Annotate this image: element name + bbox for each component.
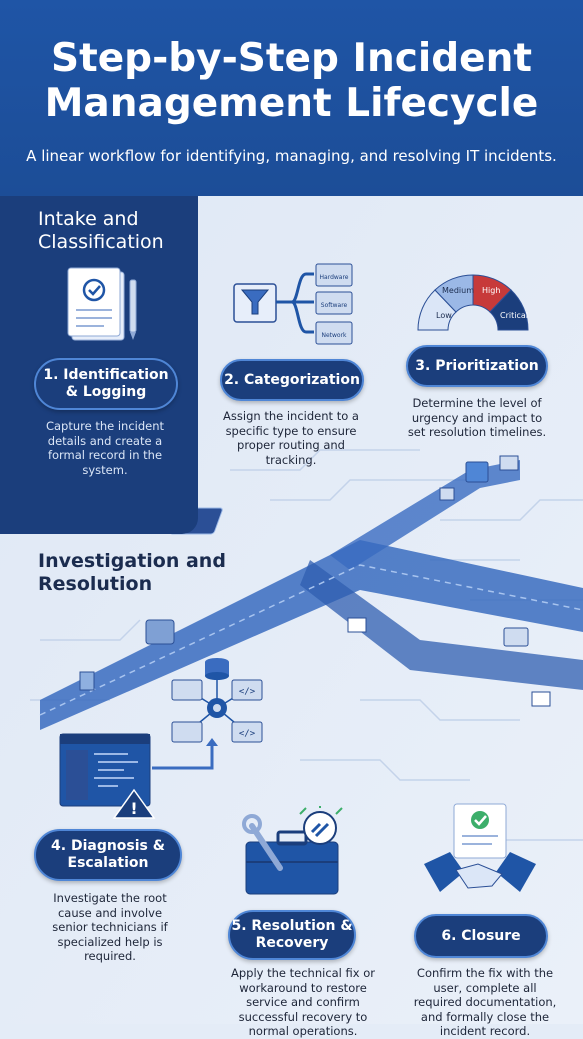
step-4-diagnosis-escalation[interactable]: 4. Diagnosis & Escalation xyxy=(34,829,182,881)
category-hardware: Hardware xyxy=(320,274,349,281)
header-banner xyxy=(0,0,583,196)
step-3-description: Determine the level of urgency and impac… xyxy=(407,396,547,439)
step-6-description: Confirm the fix with the user, complete … xyxy=(413,966,557,1038)
step-5-resolution-recovery[interactable]: 5. Resolution & Recovery xyxy=(228,910,356,960)
step-6-label: 6. Closure xyxy=(441,927,521,944)
page-title: Step-by-Step Incident Management Lifecyc… xyxy=(0,36,583,126)
arrow-icon xyxy=(152,738,218,770)
title-line-1: Step-by-Step Incident xyxy=(50,36,533,81)
svg-text:</>: </> xyxy=(239,687,256,697)
step-1-description: Capture the incident details and create … xyxy=(45,419,165,477)
toolbox-wrench-icon xyxy=(242,806,343,895)
step-2-label: 2. Categorization xyxy=(224,371,360,388)
priority-gauge-icon: Low Medium High Critical xyxy=(417,274,529,331)
section-heading-intake: Intake and Classification xyxy=(38,208,164,253)
section-heading-investigation: Investigation and Resolution xyxy=(38,550,226,595)
category-network: Network xyxy=(321,332,347,339)
priority-high: High xyxy=(482,286,500,295)
step-3-label: 3. Prioritization xyxy=(415,357,539,374)
page-subtitle: A linear workflow for identifying, manag… xyxy=(26,147,557,165)
step-4-label: 4. Diagnosis & Escalation xyxy=(51,838,165,871)
code-warning-icon: ! xyxy=(59,733,156,819)
step-2-description: Assign the incident to a specific type t… xyxy=(223,409,359,467)
step-4-description: Investigate the root cause and involve s… xyxy=(52,891,168,963)
step-5-label: 5. Resolution & Recovery xyxy=(231,918,353,951)
categorization-funnel-icon: Hardware Software Network xyxy=(233,263,353,345)
svg-text:</>: </> xyxy=(239,729,256,739)
svg-text:!: ! xyxy=(130,799,137,818)
category-software: Software xyxy=(321,302,348,309)
priority-medium: Medium xyxy=(442,286,474,295)
step-2-categorization[interactable]: 2. Categorization xyxy=(220,359,364,401)
step-1-label: 1. Identification & Logging xyxy=(43,367,169,400)
step-1-identification-logging[interactable]: 1. Identification & Logging xyxy=(34,358,178,410)
document-check-icon xyxy=(67,267,137,341)
step-5-description: Apply the technical fix or workaround to… xyxy=(230,966,376,1038)
step-3-prioritization[interactable]: 3. Prioritization xyxy=(406,345,548,387)
step-6-closure[interactable]: 6. Closure xyxy=(414,914,548,958)
circuit-road xyxy=(39,460,583,730)
priority-low: Low xyxy=(436,311,452,320)
diagnosis-network-icon: </> </> xyxy=(171,658,263,743)
handshake-document-icon xyxy=(424,803,536,892)
priority-critical: Critical xyxy=(500,311,528,320)
title-line-2: Management Lifecycle xyxy=(44,81,539,126)
